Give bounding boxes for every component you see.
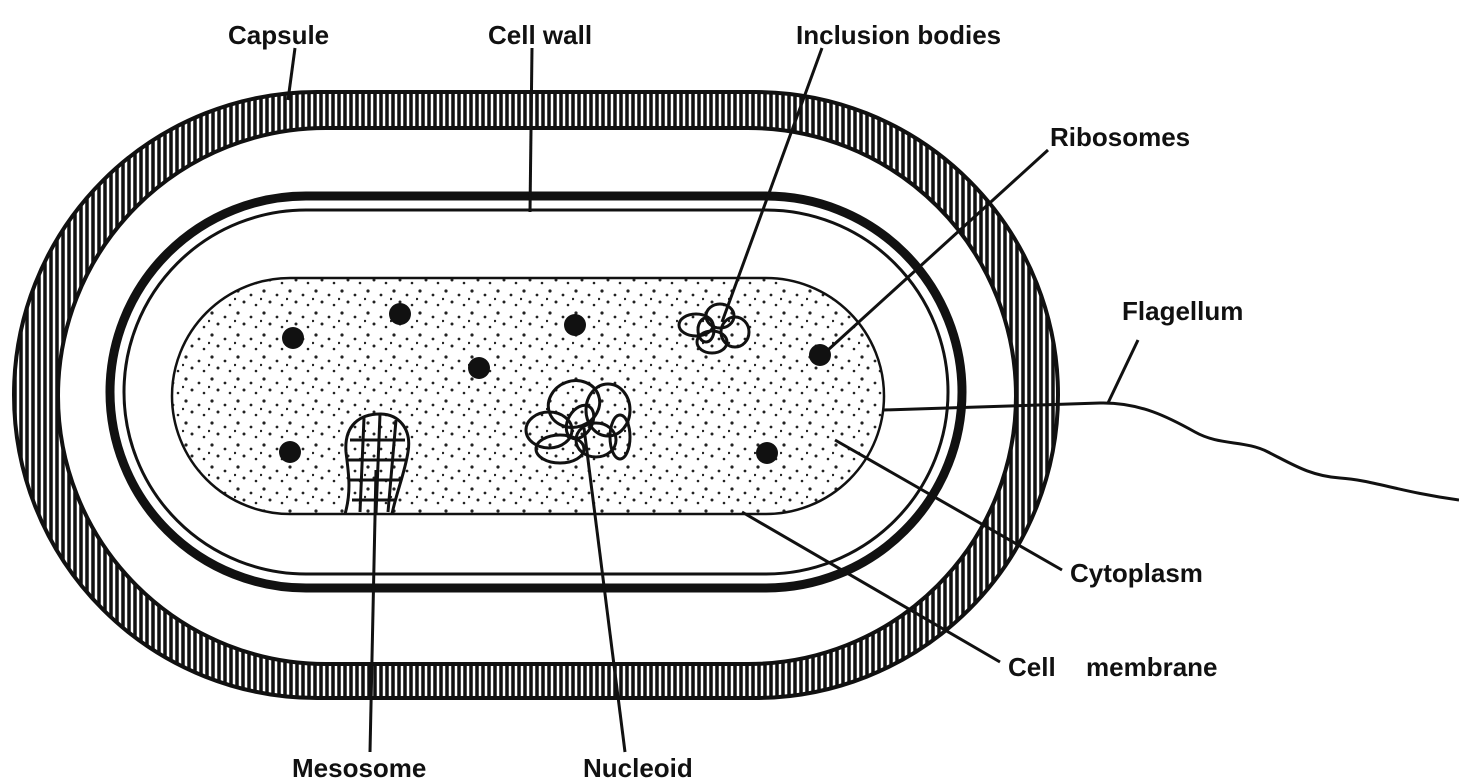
label-cell-membrane-1: Cell [1008,652,1056,682]
ribosome [282,327,304,349]
ribosome [809,344,831,366]
label-capsule: Capsule [228,20,329,50]
ribosome [468,357,490,379]
flagellum-leader [1108,340,1138,403]
ribosome [564,314,586,336]
label-ribosomes: Ribosomes [1050,122,1190,152]
label-flagellum: Flagellum [1122,296,1243,326]
label-cell-membrane-2: membrane [1086,652,1218,682]
ribosome [756,442,778,464]
ribosome [279,441,301,463]
label-nucleoid: Nucleoid [583,753,693,782]
label-inclusion-bodies: Inclusion bodies [796,20,1001,50]
label-mesosome: Mesosome [292,753,426,782]
cytoplasm-region [172,278,884,514]
ribosome [389,303,411,325]
label-cytoplasm: Cytoplasm [1070,558,1203,588]
cell-wall-leader [530,48,532,212]
label-cell-wall: Cell wall [488,20,592,50]
